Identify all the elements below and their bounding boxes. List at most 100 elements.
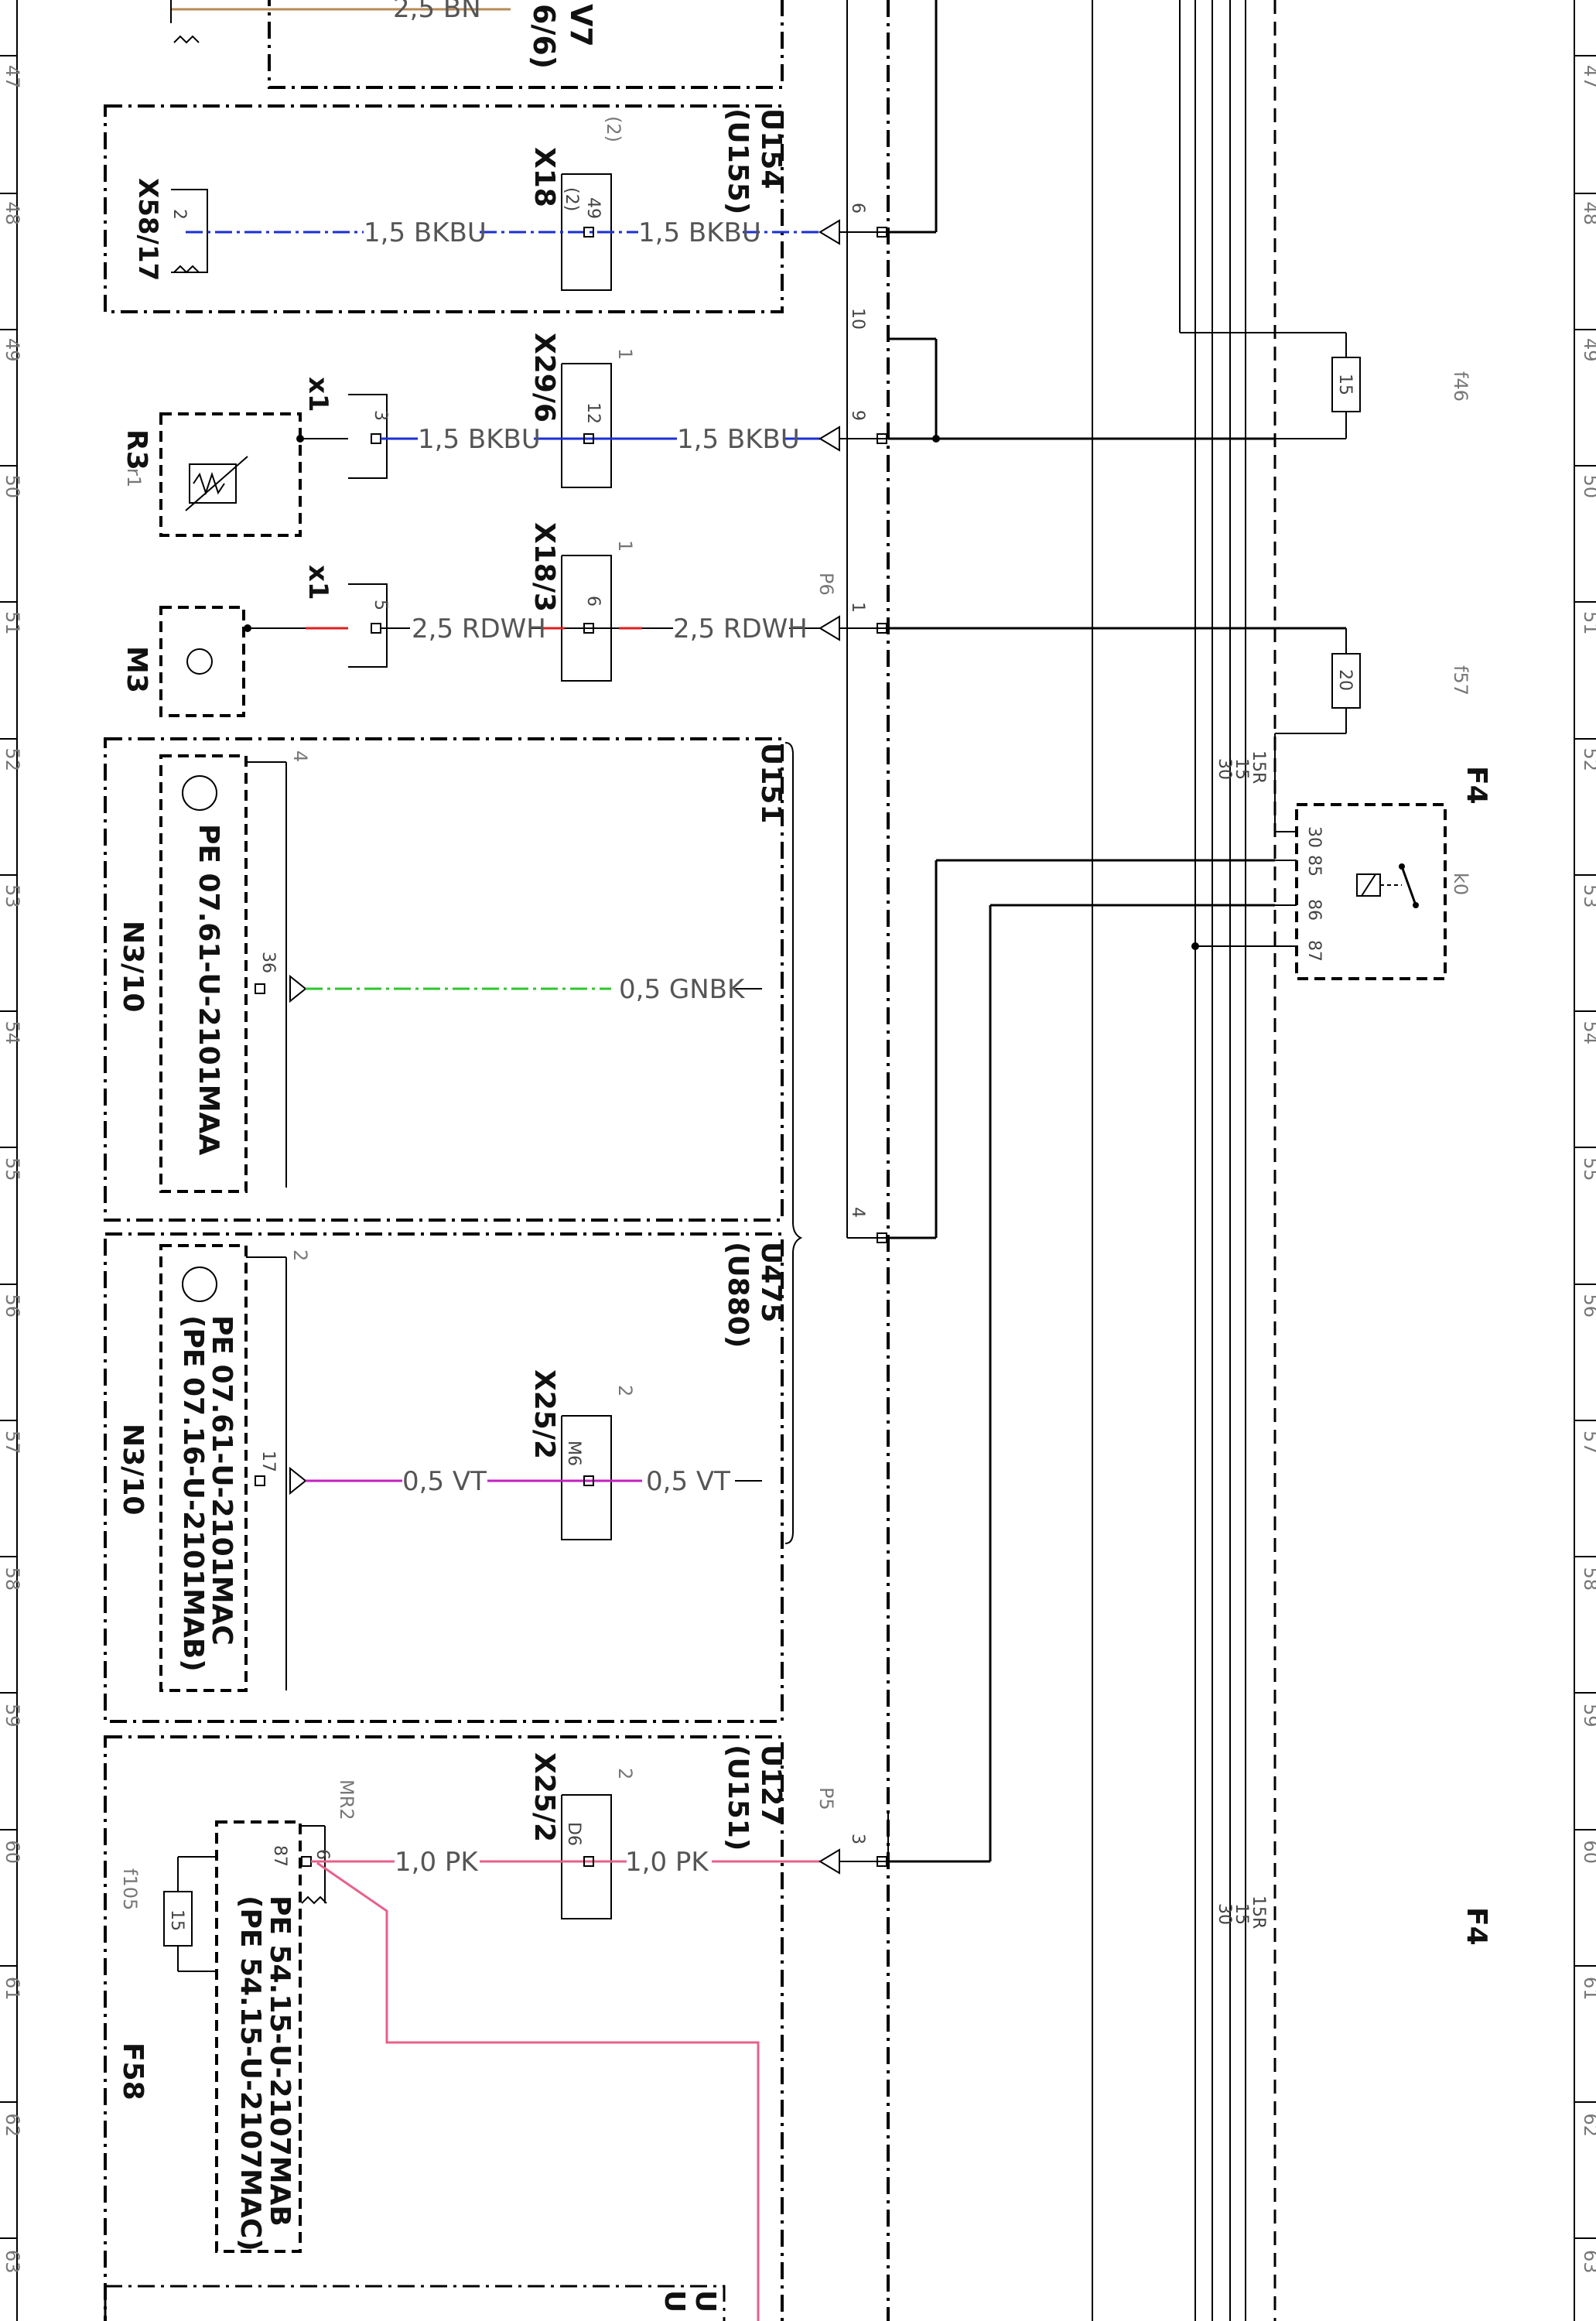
m3-terminal-pin: 5: [371, 600, 390, 610]
m3-inline: X18/3: [528, 522, 560, 612]
ruler-number: 51: [2, 611, 23, 635]
bottom-fragment: [104, 2285, 726, 2321]
ruler-number: 52: [1580, 748, 1596, 772]
u151-module: N3/10: [117, 921, 149, 1012]
m3-fuse: f57: [1450, 665, 1471, 696]
motor-icon: [186, 648, 213, 675]
u475-module: N3/10: [117, 1424, 149, 1515]
u127-relay: MR2: [336, 1779, 357, 1820]
ruler-number: 48: [1580, 202, 1596, 226]
u475-pin-top: 2: [289, 1249, 311, 1261]
u475-inline-top: 2: [614, 1385, 636, 1396]
ruler-number: 54: [1580, 1021, 1596, 1045]
u154-bus-pin: 6: [848, 203, 867, 214]
u127-note2: (PE 54.15-U-2107MAC): [234, 1895, 266, 2251]
right-ruler: [1574, 0, 1596, 2321]
relay-switch-icon: [1400, 866, 1417, 906]
ruler-number: 50: [2, 475, 23, 499]
u475-note1: PE 07.61-U-2101MAC: [206, 1315, 238, 1646]
u127-fuse: f105: [119, 1868, 141, 1910]
f4-relay: [1191, 803, 1447, 980]
u475-note2: (PE 07.16-U-2101MAB): [177, 1315, 209, 1672]
m3-inline-top: 1: [614, 540, 636, 552]
u475-pin: 17: [258, 1451, 278, 1472]
ruler-number: 62: [1580, 2114, 1596, 2138]
ruler-number: 59: [2, 1704, 23, 1728]
r3-inline: X29/6: [528, 333, 560, 422]
bus-label-15r: 15R: [1249, 750, 1268, 784]
u154-inline-pin-paren: (2): [562, 187, 581, 211]
u151-note: PE 07.61-U-2101MAA: [193, 824, 224, 1155]
m3-fuse-value: 20: [1335, 669, 1355, 691]
ruler-number: 55: [1580, 1157, 1596, 1181]
u475-inline: X25/2: [528, 1369, 560, 1459]
u475-inline-pin: M6: [564, 1441, 583, 1466]
m3-bus-pin: 1: [848, 602, 867, 613]
ruler-number: 63: [2, 2250, 23, 2274]
u154-wire-right: 1,5 BKBU: [638, 217, 761, 248]
bus-label-15r-lower: 15R: [1249, 1895, 1268, 1929]
u127-relay-pin: 6: [313, 1849, 332, 1860]
r3-fuse: f46: [1450, 371, 1471, 402]
ruler-number: 50: [1580, 475, 1596, 499]
bus-label-30: 30: [1215, 758, 1234, 780]
r3-wire-left: 1,5 BKBU: [418, 424, 541, 455]
ruler-number: 60: [1580, 1841, 1596, 1865]
bus-label-30-lower: 30: [1215, 1903, 1234, 1925]
f4-label: F4: [1461, 766, 1492, 805]
u475-wire-right: 0,5 VT: [646, 1466, 730, 1497]
r3-inline-top: 1: [614, 348, 636, 360]
f4-relay: k0: [1450, 873, 1471, 895]
r3-inline-pin: 12: [583, 402, 603, 424]
f4-label-lower: F4: [1461, 1907, 1492, 1946]
u151-wire: 0,5 GNBK: [619, 974, 746, 1005]
u151-bus-pin: 4: [848, 1207, 867, 1218]
u154-alt: (U155): [722, 108, 754, 214]
ruler-number: 56: [1580, 1294, 1596, 1318]
u154-connector-pin: 2: [169, 209, 189, 220]
u475-wire-left: 0,5 VT: [402, 1466, 487, 1497]
u475-section: [104, 1232, 784, 1723]
f4-pin-30: 30: [1304, 826, 1324, 848]
m3-wire-left: 2,5 RDWH: [412, 614, 546, 644]
ruler-number: 60: [2, 1841, 23, 1865]
r3-wire-right: 1,5 BKBU: [677, 424, 800, 455]
u475-alt: (U880): [722, 1242, 754, 1348]
u154-inline-pin: 49: [583, 197, 603, 219]
m3-inline-pin: 6: [583, 596, 603, 607]
u127-wire-left: 1,0 PK: [395, 1847, 479, 1878]
ruler-number: 54: [2, 1021, 23, 1045]
ruler-number: 58: [1580, 1567, 1596, 1591]
ruler-number: 49: [2, 338, 23, 362]
transistor-icon: [182, 1266, 217, 1302]
u154-section: [104, 0, 938, 441]
r3-component: R3: [121, 429, 152, 470]
u151-pin: 36: [258, 952, 278, 973]
u127-code: U127: [755, 1745, 787, 1825]
u127-box: F58: [117, 2042, 149, 2101]
ruler-number: 49: [1580, 338, 1596, 362]
u127-fuse-value: 15: [167, 1909, 186, 1931]
ruler-number: 53: [1580, 884, 1596, 908]
ruler-number: 62: [2, 2114, 23, 2138]
u127-inline: X25/2: [528, 1752, 560, 1842]
u154-inline-paren: (2): [603, 116, 624, 142]
ruler-number: 61: [2, 1977, 23, 2001]
u154-bus-pin-extra: 10: [848, 308, 867, 330]
thermistor-icon: [193, 471, 225, 496]
u151-section: [104, 737, 1275, 1544]
u154-connector: X58/17: [132, 178, 163, 281]
ref-top-a: V7: [564, 4, 598, 47]
wire-label-top: 2,5 BN: [393, 0, 481, 24]
ruler-number: 57: [2, 1431, 23, 1454]
m3-splice: P6: [815, 573, 837, 596]
ruler-number: 56: [2, 1294, 23, 1318]
ruler-number: 59: [1580, 1704, 1596, 1728]
u154-code: U154: [755, 108, 787, 189]
ruler-number: 63: [1580, 2250, 1596, 2274]
u127-wire-right: 1,0 PK: [625, 1847, 709, 1878]
f4-pin-87: 87: [1304, 940, 1324, 962]
u127-splice: P5: [815, 1787, 837, 1810]
